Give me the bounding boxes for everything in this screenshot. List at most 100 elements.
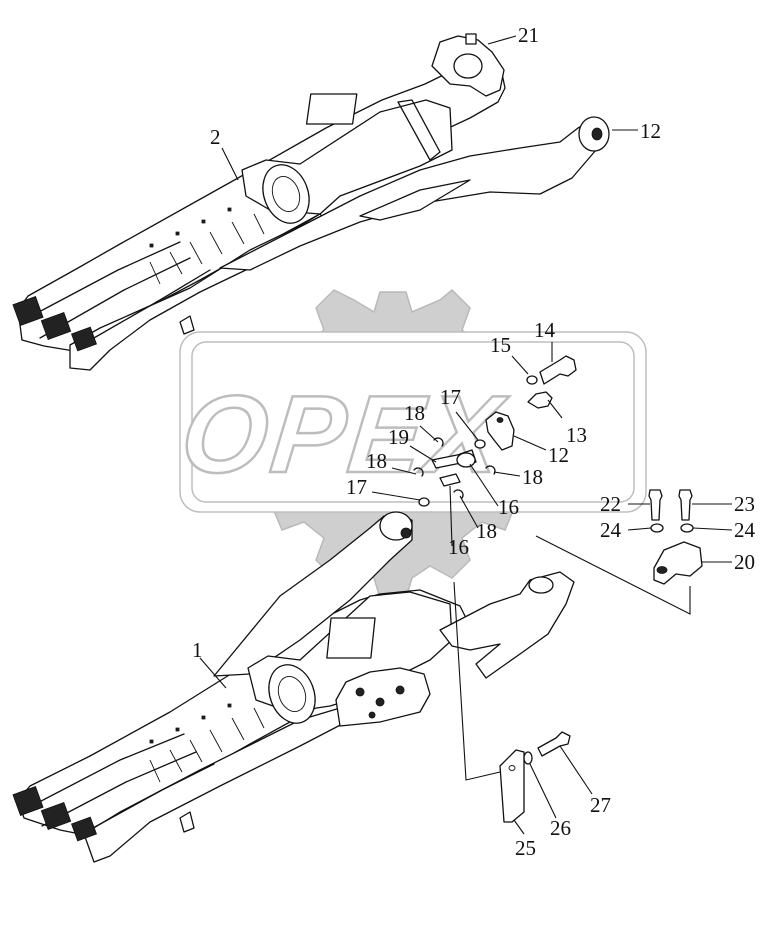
callout-17-lower: 17 [346,475,367,499]
part-20-cap-bore [656,566,668,574]
leader-18d [459,495,479,529]
upper-frame-band [397,99,441,161]
upper-frame-pad-3 [71,326,97,352]
leader-1 [199,657,227,689]
part-24-washer-b [680,523,694,533]
part-12-cap [485,411,515,451]
callout-16-b: 16 [448,535,469,559]
leader-27 [559,745,593,795]
upper-track-frame [12,33,610,371]
callout-13: 13 [566,423,587,447]
callout-18-a: 18 [404,401,425,425]
leader-17a [455,411,479,441]
part-18-clip-d [453,489,464,499]
callout-18-d: 18 [476,519,497,543]
lower-frame-rail-1 [19,733,185,813]
callout-27: 27 [590,793,611,817]
lower-track-frame [12,511,575,863]
lower-frame-hub-inner [277,676,307,712]
leader-25 [513,819,525,835]
callout-21: 21 [518,23,539,47]
lower-frame-mount-plate [335,667,431,727]
callout-18-c: 18 [366,449,387,473]
upper-frame-lower-lip [179,315,195,335]
lower-frame-bolt-row [149,703,232,744]
leader-17b [371,491,421,501]
part-25-plate-hole [508,765,516,771]
upper-frame-trough-ribs [149,213,265,285]
upper-frame-brace-cutout [359,179,471,221]
part-25-plate [499,749,525,823]
callout-23: 23 [734,492,755,516]
watermark-logo: OPEX [175,288,647,599]
guide-line-plate [453,581,501,781]
leader-18b [493,471,521,477]
upper-frame-pad-1 [12,296,44,326]
part-18-clip-c [413,467,424,477]
leader-15 [511,355,529,375]
leader-21 [487,35,517,45]
lower-frame-front-yoke [439,571,575,679]
part-26-washer [523,751,533,765]
leader-12b [513,435,547,451]
leader-16b [449,485,453,547]
upper-frame-rail-3 [79,269,211,347]
exploded-pivot-assembly [413,355,577,507]
leader-16a [469,463,499,507]
leader-26 [529,763,557,819]
callout-12-upper: 12 [640,119,661,143]
leader-18a [419,425,439,443]
upper-frame-hub-inner [271,176,301,212]
upper-frame-hub [262,164,310,224]
leader-13 [547,399,563,419]
leader-18c [391,467,417,475]
callout-15: 15 [490,333,511,357]
part-23-bolt [678,489,693,521]
lower-frame-rail-2 [41,751,197,827]
part-12-cap-hole [496,417,504,423]
leader-19 [409,445,437,463]
callout-19: 19 [388,425,409,449]
part-24-washer-a [650,523,664,533]
exploded-cap-assembly [648,489,703,585]
part-16-bushing-b [439,473,461,487]
callout-22: 22 [600,492,621,516]
callout-14: 14 [534,318,556,342]
part-20-cap [653,541,703,585]
lower-frame-lower-lip [179,811,195,833]
lower-frame-pad-2 [40,801,72,831]
upper-frame-pad-2 [40,311,72,341]
exploded-guard-assembly [499,731,571,823]
part-22-bolt [648,489,663,521]
guide-line-bracket [535,535,691,615]
part-18-clip-b [485,465,496,475]
callout-18-b: 18 [522,465,543,489]
callout-26: 26 [550,816,571,840]
lower-frame-top-plate [326,617,376,659]
leader-lines [199,35,733,835]
leader-2 [221,147,239,181]
lower-frame-rail-3 [81,763,215,835]
upper-frame-pivot-bolt [465,33,477,45]
watermark-frame-inner [191,341,635,503]
watermark-text: OPEX [176,373,513,496]
leader-24b [692,527,733,531]
callout-17-upper: 17 [440,385,461,409]
part-16-roller [456,452,476,468]
part-17-pin-b [418,497,430,507]
upper-frame-top-plate [305,93,358,125]
callout-25: 25 [515,836,536,860]
lower-frame-pad-3 [71,816,97,842]
upper-frame-pivot-bore [453,53,483,79]
upper-frame-bolt-row [149,207,232,248]
callout-20: 20 [734,550,755,574]
callout-24-right: 24 [734,518,756,542]
lower-frame-trough-ribs [149,707,265,783]
part-13-fitting [527,391,553,409]
callout-24-left: 24 [600,518,622,542]
lower-frame-pad-1 [12,786,44,816]
upper-frame-rail-1 [19,241,181,323]
part-14-bolt [539,355,577,385]
